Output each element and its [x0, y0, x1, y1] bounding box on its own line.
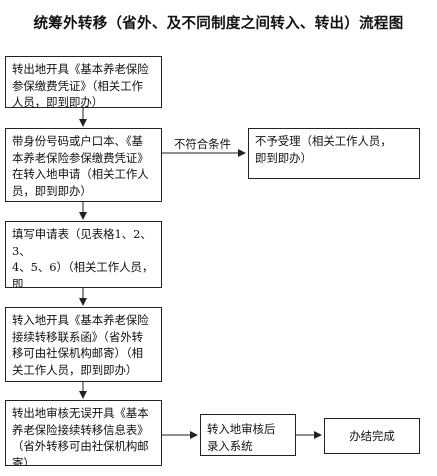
step3-box: 填写申请表（见表格1、2、3、 4、5、6）（相关工作人员，即 到即办）	[5, 221, 162, 288]
step6-box: 转入地审核后 录入系统	[200, 414, 296, 456]
reject-box: 不予受理（相关工作人员， 即到即办）	[248, 128, 420, 179]
step4-box: 转入地开具《基本养老保险 接续转移联系函》（省外转 移可由社保机构邮寄）（相 关…	[5, 307, 162, 382]
page-title: 统筹外转移（省外、及不同制度之间转入、转出）流程图	[33, 16, 404, 32]
step1-box: 转出地开具《基本养老保险 参保缴费凭证》（相关工作 人员，即到即办）	[5, 56, 162, 108]
step2-box: 带身份号码或户口本、《基 本养老保险参保缴费凭证》 在转入地申请（相关工作人 员…	[5, 128, 162, 202]
done-box: 办结完成	[324, 418, 420, 454]
reject-condition-label: 不符合条件	[174, 137, 231, 151]
step5-box: 转出地审核无误开具《基本 养老保险接续转移信息表》 （省外转移可由社保机构邮 寄…	[5, 400, 162, 466]
